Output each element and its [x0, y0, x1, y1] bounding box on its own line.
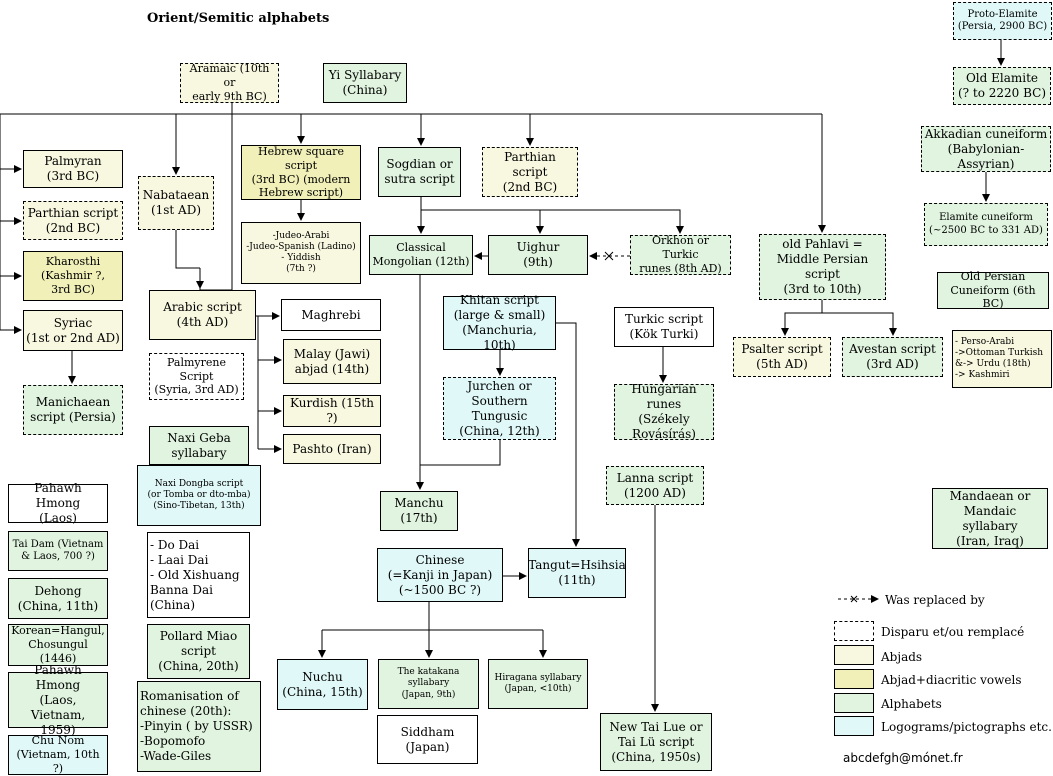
box-lanna: Lanna script (1200 AD) [606, 466, 704, 505]
box-judeo: -Judeo-Arabi -Judeo-Spanish (Ladino) - Y… [241, 222, 361, 284]
box-classical-mongolian: Classical Mongolian (12th) [369, 235, 473, 275]
legend-abjad-diacritic-swatch [834, 669, 874, 689]
box-malay: Malay (Jawi) abjad (14th) [283, 339, 381, 384]
box-chinese: Chinese (=Kanji in Japan) (~1500 BC ?) [377, 548, 503, 602]
box-pollard: Pollard Miao script (China, 20th) [147, 624, 250, 679]
legend-abjads-swatch [834, 645, 874, 665]
box-syriac: Syriac (1st or 2nd AD) [23, 310, 123, 351]
box-turkic-script: Turkic script (Kök Turki) [614, 307, 714, 347]
box-orkhon: Orkhon or Turkic runes (8th AD) [630, 234, 731, 275]
box-manchu: Manchu (17th) [380, 491, 458, 531]
box-tangut: Tangut=Hsihsia (11th) [528, 548, 626, 598]
box-old-persian: Old Persian Cuneiform (6th BC) [937, 270, 1049, 310]
box-nuchu: Nuchu (China, 15th) [277, 659, 368, 710]
diagram-title: Orient/Semitic alphabets [147, 11, 330, 26]
box-siddham: Siddham (Japan) [377, 715, 478, 764]
box-proto-elamite: Proto-Elamite (Persia, 2900 BC) [953, 2, 1052, 40]
box-korean: Korean=Hangul, Chosungul (1446) [8, 624, 108, 666]
box-naxi-geba: Naxi Geba syllabary [149, 426, 249, 465]
box-avestan: Avestan script (3rd AD) [842, 337, 943, 377]
box-aramaic: Aramaic (10th or early 9th BC) [180, 62, 279, 103]
box-katakana: The katakana syllabary (Japan, 9th) [378, 659, 479, 709]
box-maghrebi: Maghrebi [281, 299, 381, 331]
box-pashto: Pashto (Iran) [283, 434, 381, 464]
legend-abjads-label: Abjads [881, 650, 923, 664]
legend-disparu-swatch [834, 621, 874, 641]
box-pahawh-laos-vietnam: Pahawh Hmong (Laos, Vietnam, 1959) [8, 663, 108, 737]
legend-logograms-label: Logograms/pictographs etc. [881, 720, 1052, 734]
box-kharosthi: Kharosthi (Kashmir ?, 3rd BC) [23, 251, 123, 301]
box-hungarian: Hungarian runes (Székely Rovásírás) [614, 382, 714, 441]
legend-logograms-swatch [834, 716, 874, 736]
box-elamite-cuneiform: Elamite cuneiform (~2500 BC to 331 AD) [924, 203, 1048, 246]
box-romanisation: Romanisation of chinese (20th): -Pinyin … [137, 681, 261, 772]
legend-replaced-label: Was replaced by [885, 593, 985, 607]
box-pahawh-laos: Pahawh Hmong (Laos) [8, 481, 108, 525]
box-hebrew: Hebrew square script (3rd BC) (modern He… [241, 145, 361, 200]
legend-alphabets-label: Alphabets [881, 697, 942, 711]
box-yi-syllabary: Yi Syllabary (China) [323, 63, 407, 103]
legend-disparu-label: Disparu et/ou remplacé [881, 625, 1025, 639]
box-uighur: Uighur (9th) [488, 235, 588, 275]
box-khitan: Khitan script (large & small) (Manchuria… [443, 293, 556, 352]
box-perso-arabi: - Perso-Arabi ->Ottoman Turkish &-> Urdu… [952, 330, 1052, 388]
box-dehong: Dehong (China, 11th) [8, 578, 108, 619]
box-naxi-dongba: Naxi Dongba script (or Tomba or dto-mba)… [137, 465, 261, 526]
legend-alphabets-swatch [834, 693, 874, 713]
box-sogdian: Sogdian or sutra script [378, 147, 461, 197]
box-manichaean: Manichaean script (Persia) [23, 385, 123, 435]
box-new-tai-lue: New Tai Lue or Tai Lü script (China, 195… [600, 713, 712, 771]
legend-abjad-diacritic-label: Abjad+diacritic vowels [881, 673, 1022, 687]
box-akkadian: Akkadian cuneiform (Babylonian-Assyrian) [921, 126, 1051, 172]
box-jurchen: Jurchen or Southern Tungusic (China, 12t… [443, 377, 556, 440]
box-tai-dam: Tai Dam (Vietnam & Laos, 700 ?) [8, 531, 108, 571]
box-hiragana: Hiragana syllabary (Japan, <10th) [488, 659, 588, 709]
box-chu-nom: Chu Nom (Vietnam, 10th ?) [8, 734, 108, 775]
box-parthian-left: Parthian script (2nd BC) [23, 201, 123, 240]
credit-email: abcdefgh@mónet.fr [843, 751, 963, 765]
box-old-elamite: Old Elamite (? to 2220 BC) [953, 67, 1051, 105]
box-psalter: Psalter script (5th AD) [733, 337, 831, 377]
box-kurdish: Kurdish (15th ?) [283, 395, 381, 427]
box-palmyrene: Palmyrene Script (Syria, 3rd AD) [149, 353, 244, 400]
box-palmyran: Palmyran (3rd BC) [23, 150, 123, 188]
box-parthian-mid: Parthian script (2nd BC) [482, 147, 578, 197]
box-arabic: Arabic script (4th AD) [149, 290, 256, 340]
box-dai: - Do Dai - Laai Dai - Old Xishuang Banna… [147, 532, 250, 618]
box-nabataean: Nabataean (1st AD) [138, 176, 214, 230]
box-mandaean: Mandaean or Mandaic syllabary (Iran, Ira… [932, 488, 1048, 549]
box-old-pahlavi: old Pahlavi = Middle Persian script (3rd… [759, 234, 886, 300]
